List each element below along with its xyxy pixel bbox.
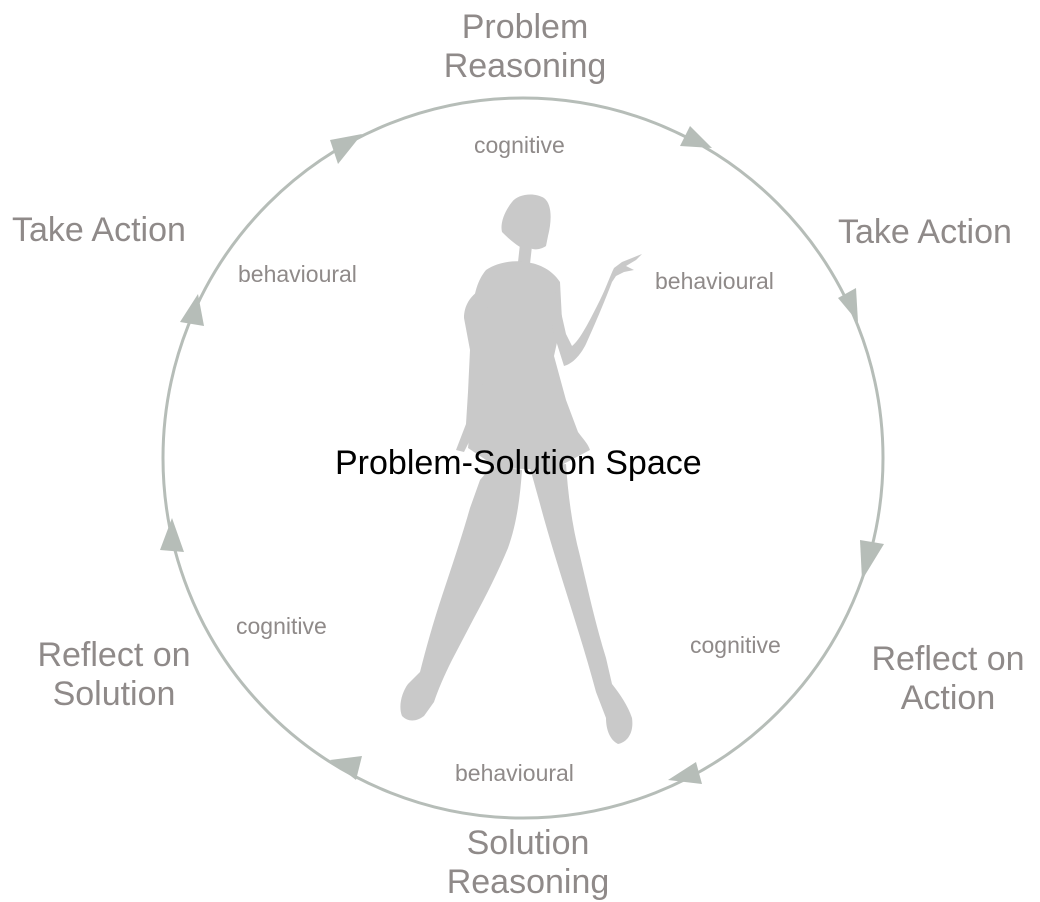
cycle-circle — [161, 96, 885, 820]
arrow-right-lower — [860, 540, 884, 580]
arrow-left-upper — [180, 294, 204, 326]
stage-label-line: Reflect on — [871, 640, 1025, 678]
mode-label-right-lower: cognitive — [690, 632, 781, 658]
mode-label-left-lower: cognitive — [236, 613, 327, 639]
mode-label-bottom: behavioural — [455, 760, 574, 786]
cycle-arrows — [160, 126, 884, 784]
stage-label-take-action-left: Take Action — [12, 211, 186, 250]
stage-label-problem-reasoning: Problem Reasoning — [420, 8, 630, 86]
stage-label-reflect-on-solution: Reflect on Solution — [26, 636, 202, 714]
arrow-top-right — [680, 126, 712, 148]
stage-label-take-action-right: Take Action — [838, 213, 1012, 252]
stage-label-solution-reasoning: Solution Reasoning — [420, 824, 636, 902]
stage-label-line: Reasoning — [446, 863, 610, 901]
stage-label-reflect-on-action: Reflect on Action — [860, 640, 1036, 718]
arrow-left-lower — [160, 518, 184, 552]
arrow-right-upper — [838, 288, 858, 322]
silhouette-figure — [400, 194, 642, 744]
stage-label-line: Reasoning — [443, 47, 607, 85]
stage-label-line: Reflect on — [37, 636, 191, 674]
stage-label-line: Action — [900, 679, 996, 717]
arrow-top-left — [330, 134, 362, 164]
stage-label-line: Solution — [52, 675, 176, 713]
arrow-bottom-left — [330, 756, 362, 780]
mode-label-top: cognitive — [474, 132, 565, 158]
arrow-bottom-right — [668, 762, 702, 784]
stage-label-line: Problem — [461, 8, 589, 46]
stage-label-line: Take Action — [12, 211, 186, 249]
center-label: Problem-Solution Space — [335, 444, 702, 482]
mode-label-left-upper: behavioural — [238, 261, 357, 287]
stage-label-line: Solution — [466, 824, 590, 862]
mode-label-right-upper: behavioural — [655, 268, 774, 294]
stage-label-line: Take Action — [838, 213, 1012, 251]
